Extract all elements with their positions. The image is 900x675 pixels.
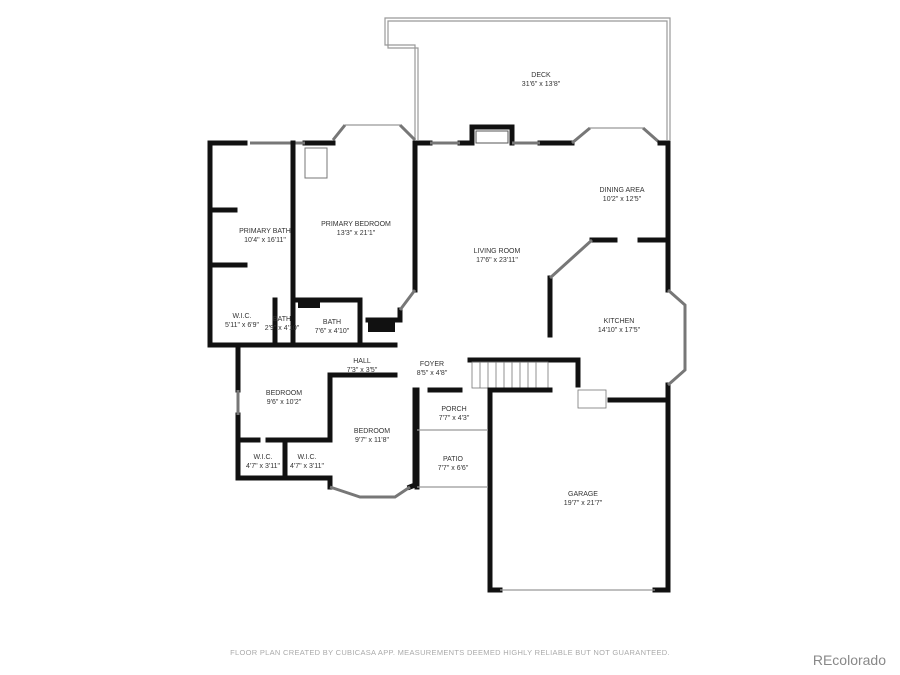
room-size: 9'7" x 11'8" [355, 437, 389, 444]
room-name: FOYER [419, 361, 445, 368]
room-name: DECK [531, 72, 551, 79]
closet-block [368, 318, 395, 332]
room-size: 4'7" x 3'11" [246, 463, 280, 470]
room-name: BEDROOM [265, 390, 303, 397]
room-size: 2'9" x 4'10" [264, 325, 300, 332]
primary-suite-walls [207, 140, 418, 348]
room-name: KITCHEN [603, 318, 635, 325]
fireplace [475, 130, 509, 144]
primary-windows [250, 123, 417, 311]
room-wic: W.I.C. 4'7" x 3'11" [246, 453, 280, 471]
room-living: LIVING ROOM 17'6" x 23'11" [474, 247, 521, 265]
room-size: 8'5" x 4'8" [416, 370, 448, 377]
room-hall: HALL 7'3" x 3'5" [347, 357, 378, 375]
room-name: PRIMARY BEDROOM [321, 221, 391, 228]
closet-block [298, 300, 320, 308]
bedroom-walls [235, 342, 418, 491]
room-size: 7'7" x 4'3" [438, 415, 470, 422]
room-name: W.I.C. [297, 454, 317, 461]
room-name: W.I.C. [253, 454, 273, 461]
room-name: BATH [272, 316, 292, 323]
room-size: 13'3" x 21'1" [336, 230, 376, 237]
room-name: BATH [322, 319, 342, 326]
room-name: HALL [353, 358, 371, 365]
room-name: W.I.C. [232, 313, 252, 320]
room-size: 9'6" x 10'2" [266, 399, 302, 406]
room-size: 7'3" x 3'5" [346, 367, 378, 374]
room-name: BEDROOM [353, 428, 391, 435]
room-kitchen: KITCHEN 14'10" x 17'5" [598, 317, 640, 335]
room-primary-bath: PRIMARY BATH 10'4" x 16'11" [239, 227, 291, 245]
room-dining: DINING AREA 10'2" x 12'5" [599, 186, 644, 204]
room-foyer: FOYER 8'5" x 4'8" [417, 360, 448, 378]
room-name: LIVING ROOM [473, 248, 521, 255]
kitchen-bay-window [667, 288, 687, 387]
room-size: 19'7" x 21'7" [563, 500, 603, 507]
porch-wall [414, 387, 671, 593]
room-name: DINING AREA [599, 187, 645, 194]
disclaimer: FLOOR PLAN CREATED BY CUBICASA APP. MEAS… [230, 648, 670, 657]
deck-outline-inner [387, 20, 668, 140]
room-size: 14'10" x 17'5" [597, 327, 641, 334]
room-patio: PATIO 7'7" x 6'6" [438, 455, 469, 473]
porch-patio-lines [417, 429, 488, 488]
room-garage: GARAGE 19'7" x 21'7" [564, 490, 602, 508]
kitchen-angled-wall [548, 238, 594, 280]
room-name: PATIO [443, 456, 463, 463]
room-bedroom: BEDROOM 9'6" x 10'2" [266, 389, 302, 407]
room-size: 4'7" x 3'11" [290, 463, 324, 470]
room-size: 17'6" x 23'11" [476, 257, 518, 264]
kitchen-wall [547, 237, 671, 338]
room-name: PORCH [441, 406, 467, 413]
room-porch: PORCH 7'7" x 4'3" [439, 405, 470, 423]
room-wic: W.I.C. 4'7" x 3'11" [290, 453, 324, 471]
stair-wall [467, 357, 581, 388]
stairs [471, 361, 607, 409]
primary-bath-walls [207, 140, 398, 348]
room-size: 7'6" x 4'10" [314, 328, 350, 335]
room-wic: W.I.C. 5'11" x 6'9" [225, 312, 259, 330]
deck-outline [384, 17, 671, 140]
room-name: GARAGE [568, 491, 598, 498]
window [430, 126, 661, 145]
room-size: 31'6" x 13'8" [521, 81, 561, 88]
room-primary-bedroom: PRIMARY BEDROOM 13'3" x 21'1" [321, 220, 391, 238]
room-name: PRIMARY BATH [239, 228, 291, 235]
room-size: 10'2" x 12'5" [602, 196, 642, 203]
room-size: 10'4" x 16'11" [244, 237, 286, 244]
room-bath: BATH 2'9" x 4'10" [265, 315, 300, 333]
shower [304, 147, 328, 179]
room-size: 5'11" x 6'9" [225, 322, 259, 329]
room-bedroom: BEDROOM 9'7" x 11'8" [354, 427, 390, 445]
room-deck: DECK 31'6" x 13'8" [522, 71, 560, 89]
room-bath: BATH 7'6" x 4'10" [315, 318, 350, 336]
right-wall [607, 140, 671, 403]
room-size: 7'7" x 6'6" [437, 465, 469, 472]
brand-logo: REcolorado [812, 652, 886, 668]
bedroom-windows [236, 390, 411, 499]
